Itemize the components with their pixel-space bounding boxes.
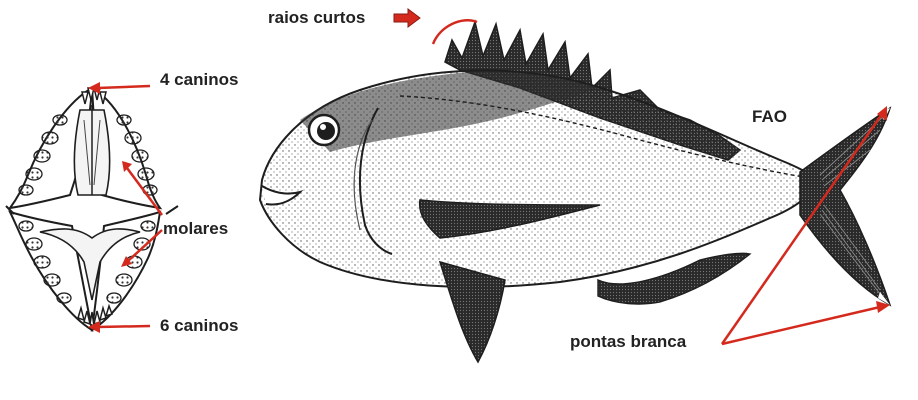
seis-caninos-label: 6 caninos [160,316,238,336]
fish-illustration [260,22,890,362]
raios-curtos-arrow-icon [394,9,420,27]
pontas-branca-label: pontas branca [570,332,686,352]
raios-curtos-label: raios curtos [268,8,365,28]
fao-label: FAO [752,107,787,127]
jaw-illustration [6,88,178,330]
molares-label: molares [163,219,228,239]
quatro-caninos-label: 4 caninos [160,70,238,90]
